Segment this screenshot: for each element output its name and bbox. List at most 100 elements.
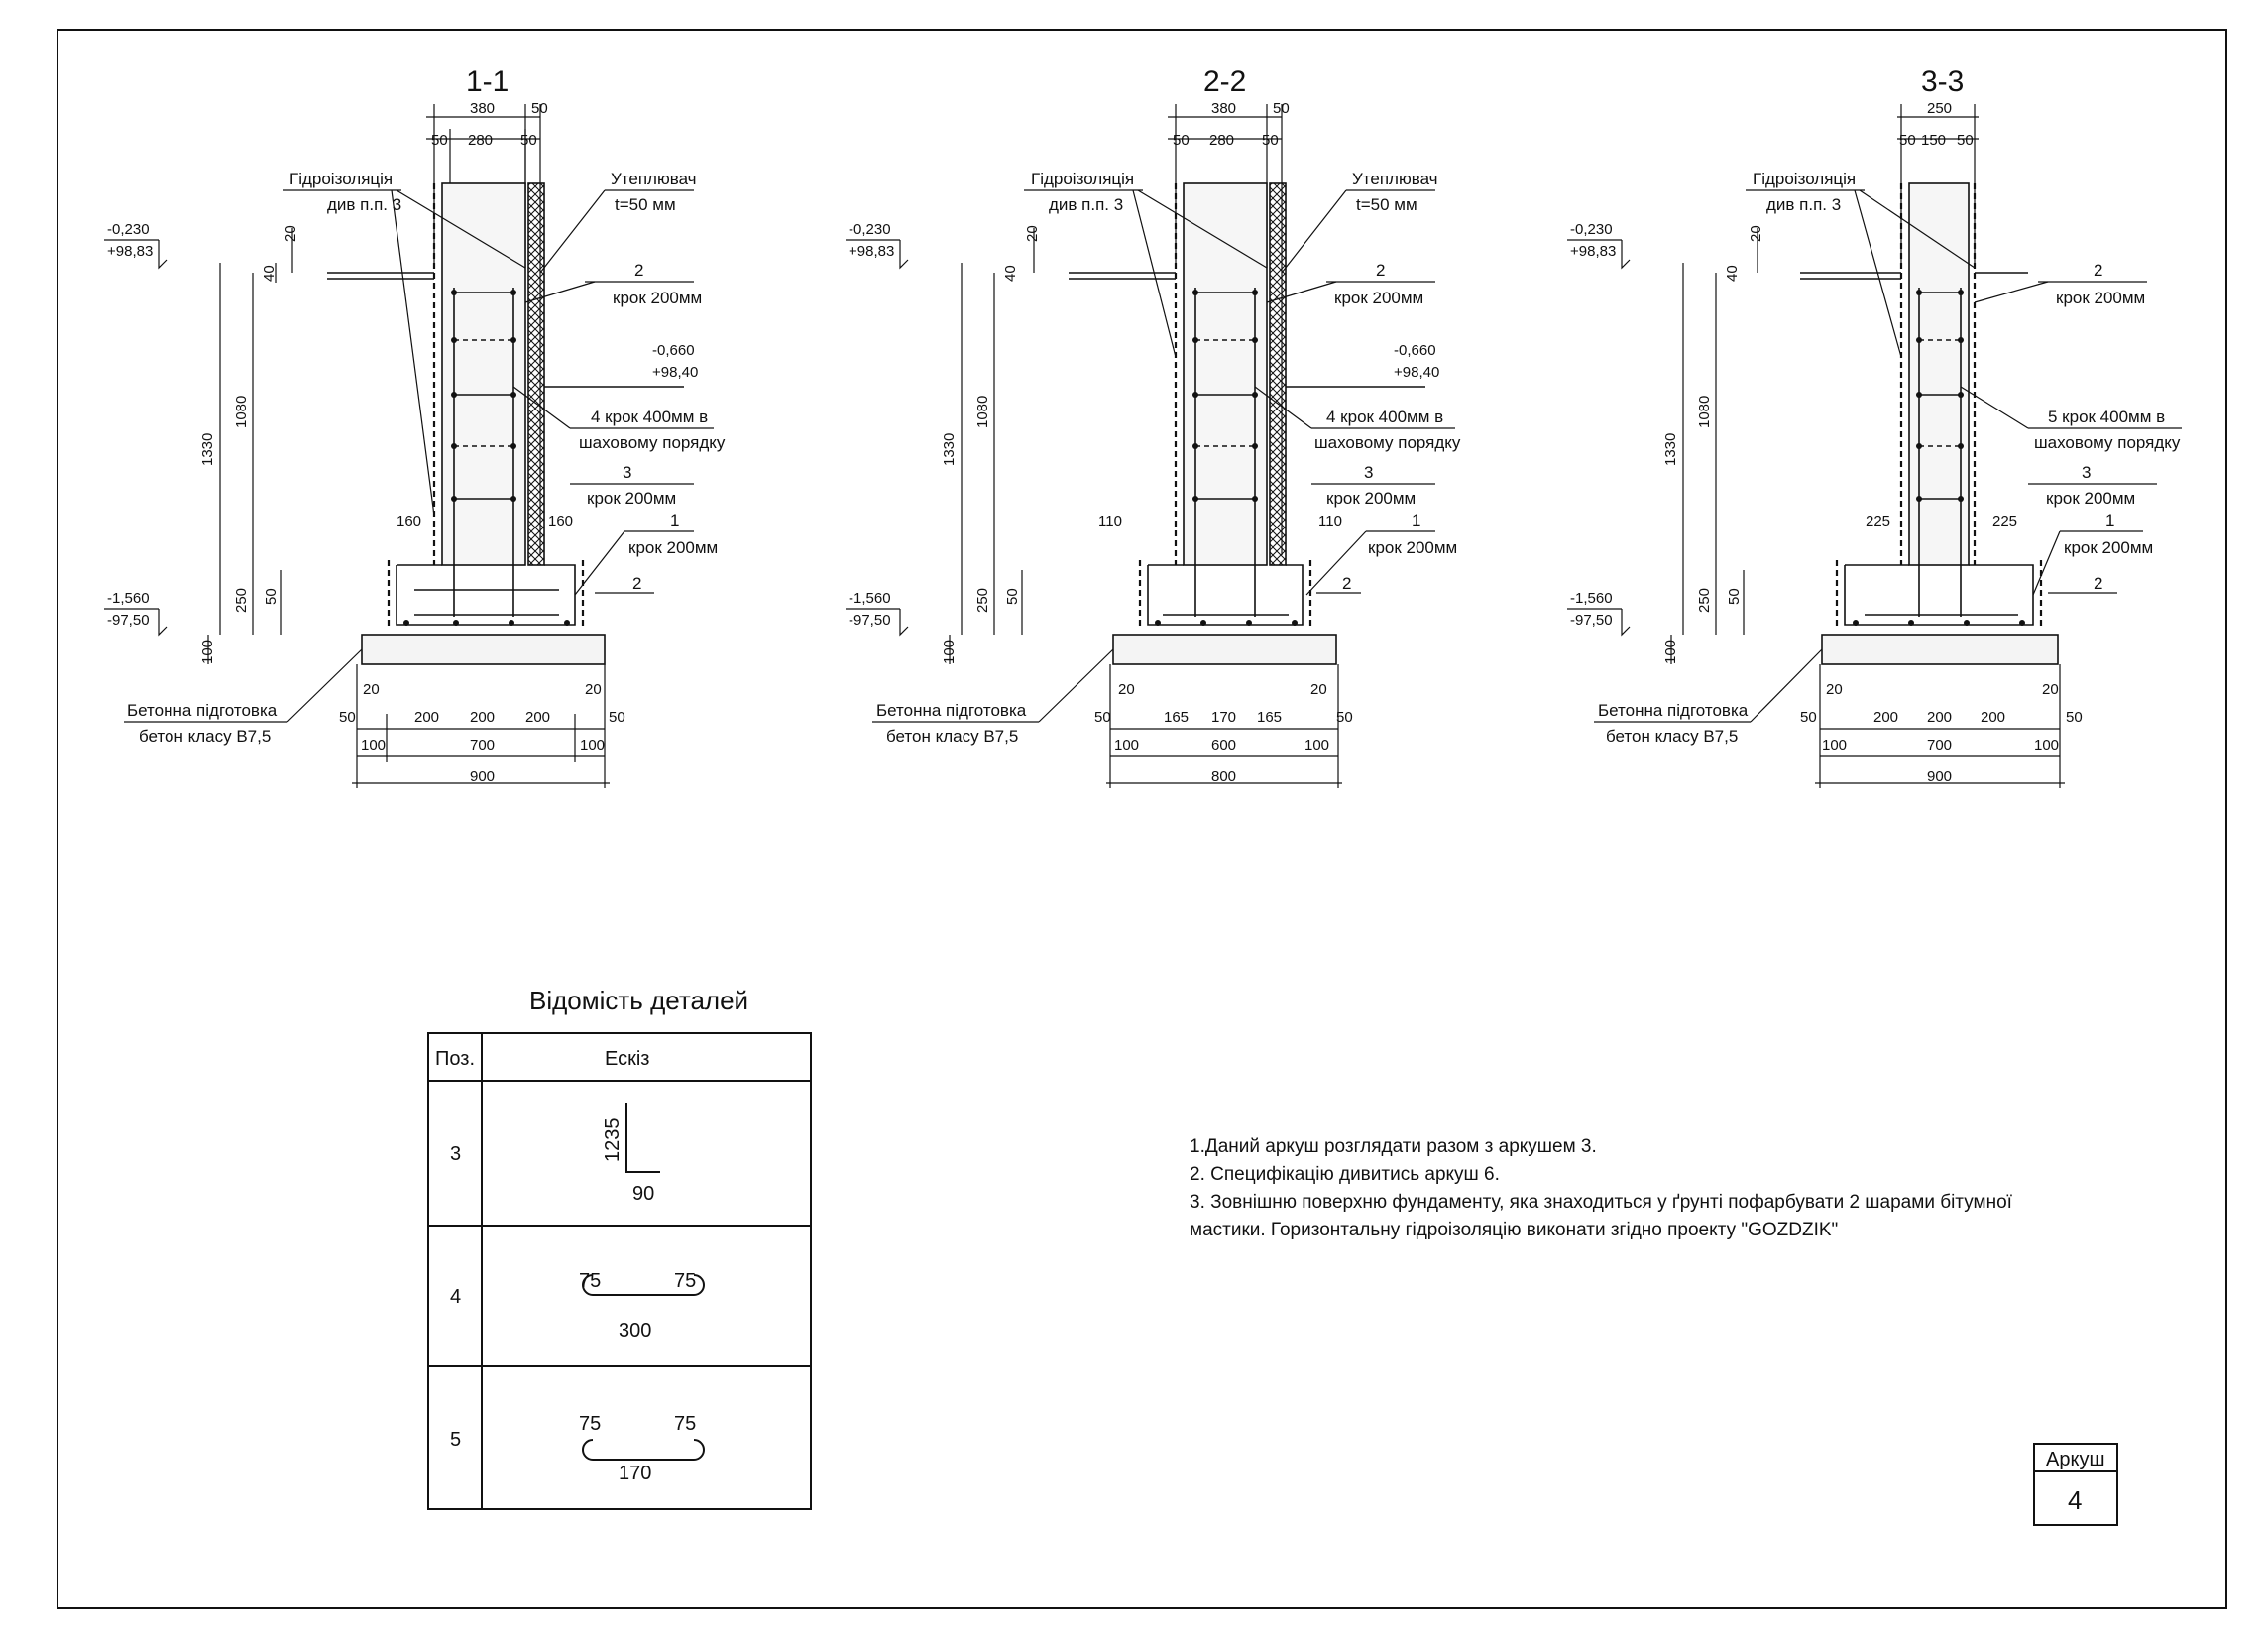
section-title: 1-1 [466,65,509,98]
bdim-200a: 200 [1873,709,1898,726]
concrete-class: бетон класу В7,5 [886,727,1018,746]
bar-4-hook-left: 75 [579,1270,601,1292]
callout-3-text: крок 200мм [2046,489,2135,508]
step-dim-right: 160 [548,513,573,529]
waterproofing-label: Гідроізоляція [1031,170,1134,188]
bdim-100b: 100 [1304,737,1329,754]
vdim-1330: 1330 [1662,433,1679,466]
step-dim-right: 225 [1992,513,2017,529]
bdim-200c: 200 [1981,709,2005,726]
row-pos: 5 [450,1429,461,1451]
bar-4-length: 300 [619,1320,651,1342]
sheet-frame [57,29,2227,1609]
waterproofing-label: Гідроізоляція [289,170,393,188]
level-top-rel: -0,230 [849,221,891,238]
bdim-50a: 50 [339,709,356,726]
bdim-170: 170 [1211,709,1236,726]
insulation-label: Утеплювач [1352,170,1438,188]
vdim-100: 100 [199,640,216,664]
bdim-50b: 50 [609,709,625,726]
header-pos: Поз. [435,1048,475,1070]
bar-3-leg: 90 [632,1183,654,1205]
dim-mid-3: 50 [1957,132,1974,149]
vdim-20: 20 [1748,225,1764,242]
dim-mid-3: 50 [1262,132,1279,149]
callout-1-num: 1 [1412,511,1420,529]
dim-top-insul: 50 [531,100,548,117]
callout-1-text: крок 200мм [1368,538,1457,557]
callout-4-text2: шаховому порядку [579,433,726,452]
dim-mid-2: 280 [1209,132,1234,149]
vdim-1330: 1330 [199,433,216,466]
bdim-900: 900 [1927,768,1952,785]
dim-mid-1: 50 [1899,132,1916,149]
bdim-165a: 165 [1164,709,1189,726]
callout-3-num: 3 [623,463,631,482]
bdim-600: 600 [1211,737,1236,754]
step-dim-left: 110 [1098,513,1122,529]
bar-5-hook-left: 75 [579,1413,601,1435]
bdim-20a: 20 [363,681,380,698]
bdim-20b: 20 [1310,681,1327,698]
dim-top-width: 250 [1927,100,1952,117]
dim-top-width: 380 [470,100,495,117]
bdim-800: 800 [1211,768,1236,785]
waterproofing-ref: див п.п. 3 [1766,195,1841,214]
vdim-20: 20 [1024,225,1041,242]
bdim-100a: 100 [361,737,386,754]
level-top-abs: +98,83 [1570,243,1616,260]
level-bottom-rel: -1,560 [1570,590,1613,607]
callout-1-text: крок 200мм [628,538,718,557]
note-3: 3. Зовнішню поверхню фундаменту, яка зна… [1190,1192,2013,1213]
concrete-label: Бетонна підготовка [127,701,278,720]
waterproofing-ref: див п.п. 3 [327,195,401,214]
level-bottom-abs: -97,50 [849,612,891,629]
level-bottom-abs: -97,50 [1570,612,1613,629]
callout-3-num: 3 [2082,463,2091,482]
bdim-900: 900 [470,768,495,785]
callout-5-text: 5 крок 400мм в [2048,408,2165,426]
concrete-class: бетон класу В7,5 [139,727,271,746]
vdim-250: 250 [974,588,991,613]
callout-2b-num: 2 [1342,574,1351,593]
level-ground-abs: +98,40 [1394,364,1439,381]
level-ground-rel: -0,660 [1394,342,1436,359]
bar-3-sketch [625,1103,660,1173]
vdim-40: 40 [1002,265,1019,282]
bdim-100a: 100 [1822,737,1847,754]
callout-2-text: крок 200мм [2056,289,2145,307]
bdim-20b: 20 [585,681,602,698]
row-pos: 4 [450,1286,461,1308]
bdim-200b: 200 [1927,709,1952,726]
bdim-50b: 50 [2066,709,2083,726]
level-top-abs: +98,83 [849,243,894,260]
bdim-700: 700 [1927,737,1952,754]
vdim-100: 100 [941,640,958,664]
insulation-thickness: t=50 мм [1356,195,1418,214]
insulation-thickness: t=50 мм [615,195,676,214]
note-3-cont: мастики. Горизонтальну гідроізоляцію вик… [1190,1220,1838,1240]
sheet-number-box: Аркуш 4 [2033,1443,2118,1526]
level-bottom-rel: -1,560 [107,590,150,607]
bar-4-hook-right: 75 [674,1270,696,1292]
callout-2-text: крок 200мм [1334,289,1423,307]
bdim-50b: 50 [1336,709,1353,726]
table-title: Відомість деталей [529,986,748,1015]
bdim-100b: 100 [2034,737,2059,754]
step-dim-right: 110 [1318,513,1342,529]
vdim-50: 50 [263,588,280,605]
callout-3-text: крок 200мм [1326,489,1416,508]
callout-3-text: крок 200мм [587,489,676,508]
bdim-165b: 165 [1257,709,1282,726]
concrete-label: Бетонна підготовка [876,701,1027,720]
level-top-abs: +98,83 [107,243,153,260]
callout-2-num: 2 [1376,261,1385,280]
bdim-700: 700 [470,737,495,754]
section-2-2: 2-2 380 50 50 280 50 [846,65,1461,788]
vdim-50: 50 [1726,588,1743,605]
section-1-1: 1-1 380 50 50 280 50 [104,65,726,788]
bdim-100b: 100 [580,737,605,754]
bdim-100a: 100 [1114,737,1139,754]
bdim-50a: 50 [1800,709,1817,726]
